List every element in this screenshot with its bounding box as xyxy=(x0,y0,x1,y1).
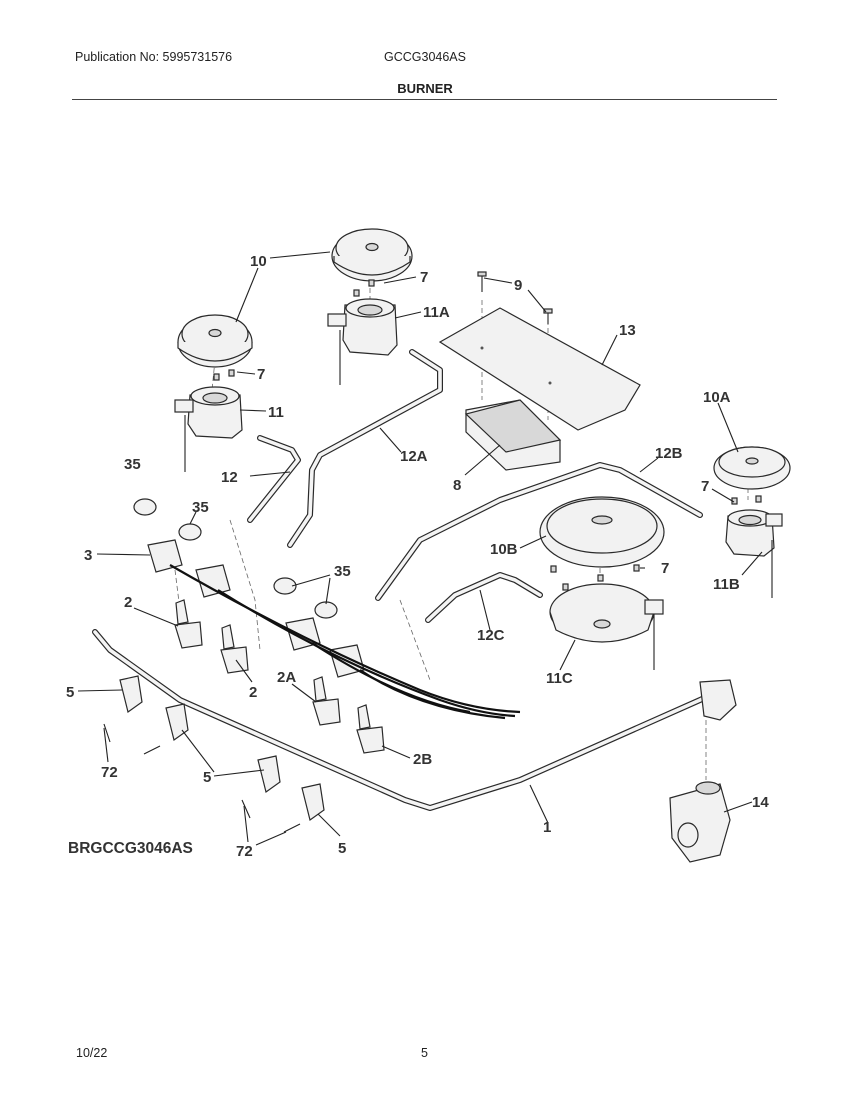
burner-head-11 xyxy=(174,386,243,472)
callout-11b: 11B xyxy=(713,576,740,593)
callout-1: 1 xyxy=(543,819,551,836)
burner-head-11a xyxy=(327,298,398,385)
callout-13: 13 xyxy=(619,322,636,339)
footer-date: 10/22 xyxy=(76,1046,108,1060)
spark-module-8 xyxy=(464,399,562,471)
callout-3: 3 xyxy=(84,547,92,564)
callout-2b: 2B xyxy=(413,751,432,768)
model-number: GCCG3046AS xyxy=(384,50,466,64)
callout-7: 7 xyxy=(661,560,669,577)
burner-cap-10 xyxy=(331,228,413,282)
heat-shield-13 xyxy=(438,307,641,431)
section-title: BURNER xyxy=(397,81,453,96)
callout-11: 11 xyxy=(268,404,284,421)
burner-cap-10b xyxy=(539,496,665,568)
callout-35: 35 xyxy=(192,499,209,516)
regulator-14 xyxy=(669,781,731,863)
callout-11c: 11C xyxy=(546,670,573,687)
spark-switches-3 xyxy=(147,539,521,720)
screws-72 xyxy=(103,723,301,833)
callout-7: 7 xyxy=(701,478,709,495)
callout-10: 10 xyxy=(250,253,267,270)
callout-72: 72 xyxy=(236,843,253,860)
callout-5: 5 xyxy=(66,684,74,701)
header-rule xyxy=(72,99,777,100)
callout-12: 12 xyxy=(221,469,238,486)
callout-9: 9 xyxy=(514,277,522,294)
screws-9 xyxy=(477,271,553,324)
burner-cap-10a xyxy=(713,446,791,490)
callout-5: 5 xyxy=(338,840,346,857)
callout-labels: 10 7 9 11A 13 7 11 10A 12A 35 12 8 12B 7… xyxy=(66,253,769,860)
burner-head-11b xyxy=(725,509,783,598)
callout-7: 7 xyxy=(257,366,265,383)
callout-72: 72 xyxy=(101,764,118,781)
manifold-1 xyxy=(92,629,737,811)
callout-12c: 12C xyxy=(477,627,505,644)
diagram-code: BRGCCG3046AS xyxy=(68,840,193,857)
callout-10a: 10A xyxy=(703,389,731,406)
callout-35: 35 xyxy=(334,563,351,580)
leader-lines xyxy=(77,251,763,846)
burner-head-11c xyxy=(549,583,664,670)
screws-7 xyxy=(213,279,762,591)
callout-12a: 12A xyxy=(400,448,428,465)
page-number: 5 xyxy=(421,1046,428,1060)
callout-2a: 2A xyxy=(277,669,296,686)
callout-35: 35 xyxy=(124,456,141,473)
callout-5: 5 xyxy=(203,769,211,786)
callout-8: 8 xyxy=(453,477,461,494)
burner-cap-10-left xyxy=(177,314,253,368)
callout-2: 2 xyxy=(249,684,257,701)
callout-10b: 10B xyxy=(490,541,518,558)
callout-11a: 11A xyxy=(423,304,450,321)
callout-12b: 12B xyxy=(655,445,683,462)
gas-tubes xyxy=(247,349,703,623)
grommets-35 xyxy=(133,498,338,619)
callout-14: 14 xyxy=(752,794,769,811)
callout-7: 7 xyxy=(420,269,428,286)
callout-2: 2 xyxy=(124,594,132,611)
publication-number: Publication No: 5995731576 xyxy=(75,50,233,64)
